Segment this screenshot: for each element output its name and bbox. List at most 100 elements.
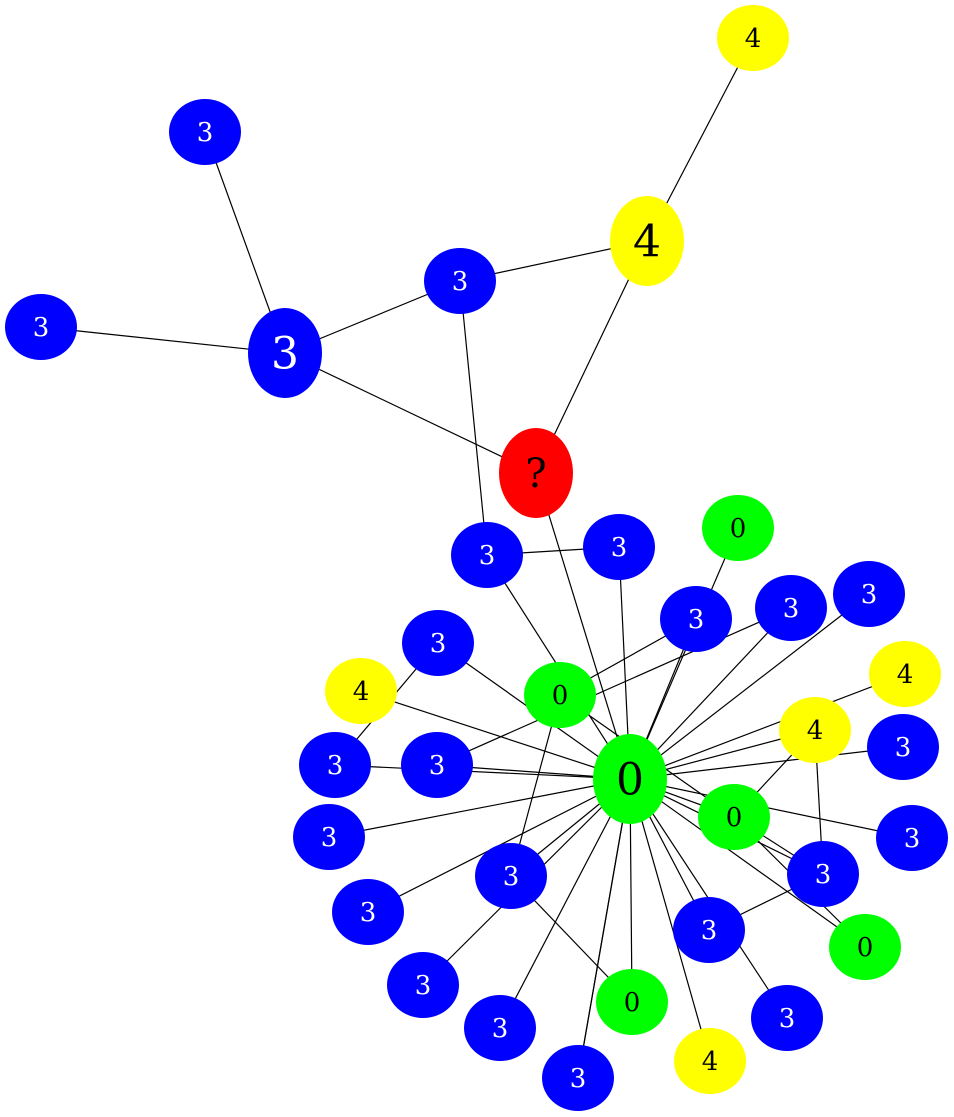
edge-g_center-b_t (577, 778, 631, 1079)
node-label-g_c: 0 (857, 933, 874, 963)
node-shape-b_m (787, 841, 859, 907)
node-g_d: 0 (596, 969, 668, 1035)
node-label-b_j: 3 (321, 823, 338, 853)
node-shape-b_q (464, 995, 536, 1061)
node-shape-red_q (499, 428, 573, 518)
node-shape-b_g (299, 732, 371, 798)
node-label-b_g: 3 (327, 751, 344, 781)
node-label-g_d: 0 (624, 988, 641, 1018)
node-label-red_q: ? (525, 451, 546, 497)
node-g_b: 0 (698, 784, 770, 850)
node-y_c: 4 (779, 697, 851, 763)
node-label-y_a: 4 (353, 677, 370, 707)
node-b_left: 3 (5, 294, 77, 360)
edge-g_center-b_l (629, 778, 913, 839)
node-red_q: ? (499, 428, 573, 518)
node-shape-b_f (402, 610, 474, 676)
edge-b_mid-b_a (459, 280, 488, 556)
node-shape-b_h (401, 732, 473, 798)
node-g_c: 0 (829, 914, 901, 980)
node-label-b_topleft: 3 (197, 118, 214, 148)
node-shape-b_s (542, 1045, 614, 1111)
node-b_m: 3 (787, 841, 859, 907)
node-label-b_c: 3 (688, 605, 705, 635)
edge-y_a-g_center (360, 690, 631, 780)
node-y_a: 4 (325, 658, 397, 724)
node-label-b_q: 3 (492, 1014, 509, 1044)
node-b_c: 3 (660, 586, 732, 652)
node-b_o: 3 (673, 897, 745, 963)
node-label-b_big: 3 (271, 329, 299, 380)
node-shape-b_mid (424, 248, 496, 314)
node-b_k: 3 (475, 843, 547, 909)
node-shape-y_top (717, 5, 789, 71)
node-shape-y_a (325, 658, 397, 724)
node-label-g_top: 0 (730, 514, 747, 544)
node-label-y_b: 4 (897, 660, 914, 690)
edge-g_top-g_center (629, 527, 739, 780)
node-y_big: 4 (610, 196, 684, 286)
node-b_s: 3 (542, 1045, 614, 1111)
node-shape-b_o (673, 897, 745, 963)
edge-b_left-b_big (40, 326, 286, 354)
node-shape-b_c (660, 586, 732, 652)
node-y_d: 4 (674, 1028, 746, 1094)
node-shape-g_top (702, 495, 774, 561)
node-shape-b_a (451, 522, 523, 588)
node-label-b_e: 3 (861, 580, 878, 610)
node-label-b_f: 3 (430, 629, 447, 659)
node-b_a: 3 (451, 522, 523, 588)
node-b_b: 3 (583, 514, 655, 580)
node-label-b_mid: 3 (452, 267, 469, 297)
node-g_top: 0 (702, 495, 774, 561)
node-b_p: 3 (387, 952, 459, 1018)
node-label-b_r: 3 (779, 1004, 796, 1034)
node-shape-b_b (583, 514, 655, 580)
node-shape-y_d (674, 1028, 746, 1094)
node-label-b_d: 3 (783, 594, 800, 624)
node-label-b_i: 3 (895, 733, 912, 763)
node-shape-g_a (524, 662, 596, 728)
node-label-b_l: 3 (904, 824, 921, 854)
node-label-g_b: 0 (726, 803, 743, 833)
node-label-y_big: 4 (633, 217, 661, 268)
node-shape-y_b (869, 641, 941, 707)
node-b_topleft: 3 (169, 99, 241, 165)
node-label-b_m: 3 (815, 860, 832, 890)
node-label-y_top: 4 (745, 24, 762, 54)
node-label-y_c: 4 (807, 716, 824, 746)
node-g_a: 0 (524, 662, 596, 728)
node-shape-y_big (610, 196, 684, 286)
node-label-b_left: 3 (33, 313, 50, 343)
node-shape-b_n (332, 879, 404, 945)
node-label-g_center: 0 (616, 755, 644, 806)
node-label-y_d: 4 (702, 1047, 719, 1077)
node-b_big: 3 (248, 308, 322, 398)
edge-b_big-red_q (284, 352, 537, 474)
node-label-g_a: 0 (552, 681, 569, 711)
node-label-b_o: 3 (701, 916, 718, 946)
node-b_i: 3 (867, 714, 939, 780)
edge-red_q-g_center (535, 472, 631, 780)
node-label-b_b: 3 (611, 533, 628, 563)
node-b_h: 3 (401, 732, 473, 798)
node-shape-g_center (593, 734, 667, 824)
node-shape-b_p (387, 952, 459, 1018)
node-g_center: 0 (593, 734, 667, 824)
node-shape-b_e (833, 561, 905, 627)
edge-g_center-b_j (328, 778, 631, 838)
node-shape-y_c (779, 697, 851, 763)
edge-g_center-b_q (499, 778, 631, 1029)
node-b_r: 3 (751, 985, 823, 1051)
node-shape-b_topleft (169, 99, 241, 165)
node-label-b_k: 3 (503, 862, 520, 892)
node-shape-b_r (751, 985, 823, 1051)
edge-b_g-g_center (334, 764, 631, 780)
node-shape-b_k (475, 843, 547, 909)
node-y_b: 4 (869, 641, 941, 707)
node-shape-b_big (248, 308, 322, 398)
node-label-b_n: 3 (360, 898, 377, 928)
node-b_mid: 3 (424, 248, 496, 314)
